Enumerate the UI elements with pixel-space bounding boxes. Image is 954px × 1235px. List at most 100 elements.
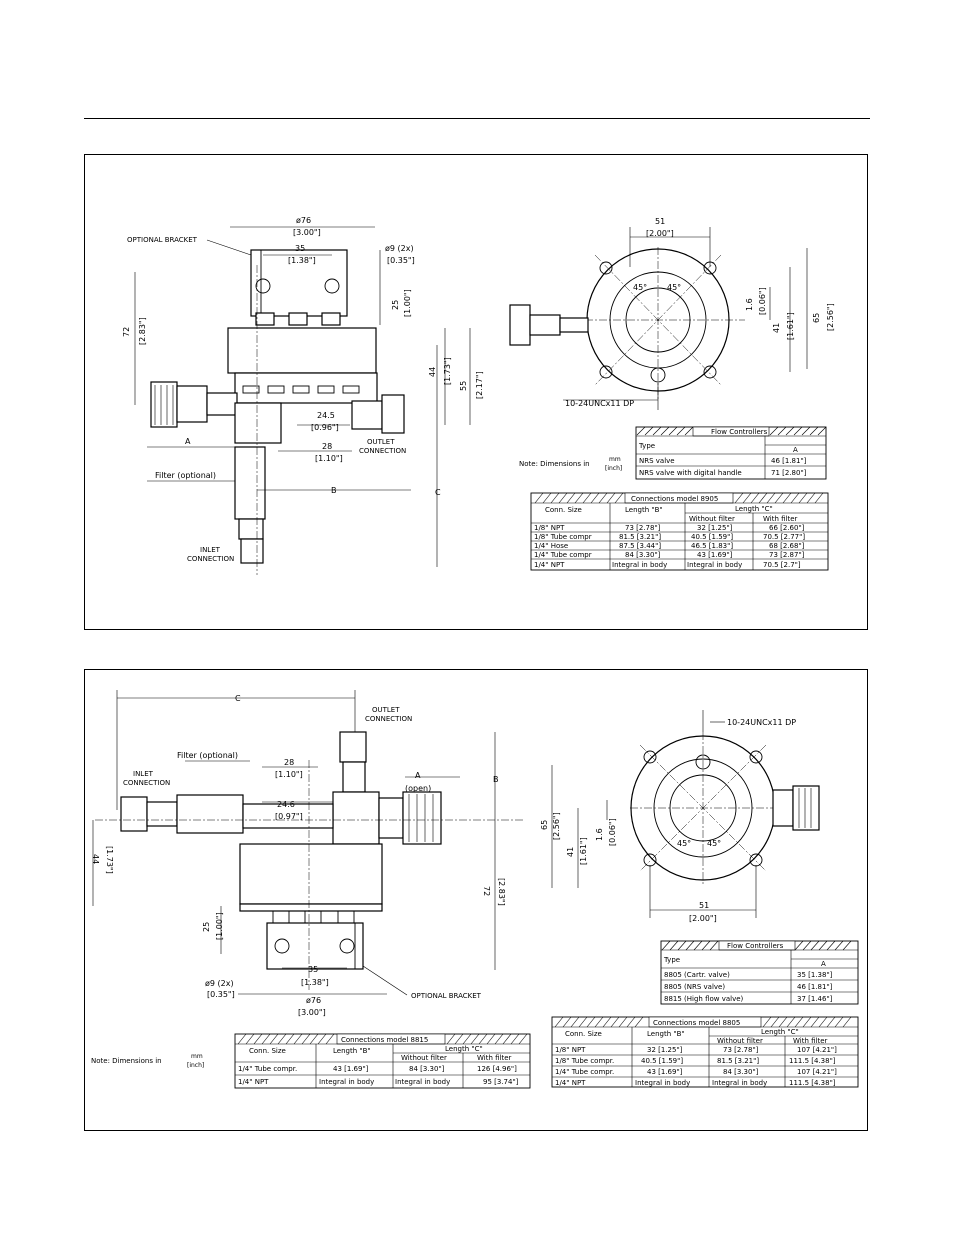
dim-55: 55 [459, 381, 468, 391]
dim-65-2: 65 [540, 820, 549, 830]
label-inlet-1-2: INLET [133, 770, 154, 778]
conn-8905-r2-without: 40.5 [1.59"] [691, 533, 733, 541]
fitting-teeth [242, 385, 360, 394]
header-rule [84, 118, 870, 119]
dim-25: 25 [391, 300, 400, 310]
dim-16-2: 1.6 [595, 828, 604, 841]
body-screws-2 [272, 910, 355, 924]
conn-8815-h-without: Without filter [401, 1054, 447, 1062]
conn-8905-r4-size: 1/4" Tube compr [534, 551, 592, 559]
top-view-flange-2 [630, 732, 790, 885]
conn-8805-r3-b: 43 [1.69"] [647, 1068, 683, 1076]
dim-16: 1.6 [745, 298, 754, 311]
connections-8905-table [530, 492, 829, 571]
conn-8815-r2-with: 95 [3.74"] [483, 1078, 519, 1086]
flow-table-1-row-1-a: 46 [1.81"] [771, 457, 807, 465]
angle-45-b-2: 45° [707, 839, 721, 848]
conn-8805-r4-size: 1/4" NPT [555, 1079, 586, 1087]
dim-C: C [435, 488, 441, 497]
label-outlet-1-2: OUTLET [372, 706, 400, 714]
conn-8805-r1-with: 107 [4.21"] [797, 1046, 837, 1054]
dim-65-inch-2: [2.56"] [552, 812, 561, 840]
conn-8905-r1-size: 1/8" NPT [534, 524, 565, 532]
upper-block-shape [332, 791, 380, 845]
note-inch: [inch] [605, 465, 622, 472]
conn-8905-r5-size: 1/4" NPT [534, 561, 565, 569]
dim-9-inch: [0.35"] [387, 256, 415, 265]
dim-41-2: 41 [566, 847, 575, 857]
conn-8905-r3-b: 87.5 [3.44"] [619, 542, 661, 550]
conn-8815-h-size: Conn. Size [249, 1047, 286, 1055]
conn-8905-title: Connections model 8905 [631, 495, 718, 503]
dim-B: B [331, 486, 337, 495]
dim-51-inch: [2.00"] [646, 229, 674, 238]
outlet-fitting-shape [351, 394, 405, 434]
note-mm: mm [609, 456, 621, 463]
flow-table-2-r1-type: 8805 (Cartr. valve) [664, 971, 730, 979]
outlet-fitting-top [339, 731, 367, 793]
conn-8905-r1-with: 66 [2.60"] [769, 524, 805, 532]
flow-table-2-r3-a: 37 [1.46"] [797, 995, 833, 1003]
stem-shape [234, 402, 282, 444]
flow-table-2-r1-a: 35 [1.38"] [797, 971, 833, 979]
dim-65: 65 [812, 313, 821, 323]
conn-8815-r1-size: 1/4" Tube compr. [238, 1065, 297, 1073]
conn-8905-r2-with: 70.5 [2.77"] [763, 533, 805, 541]
conn-8805-r1-size: 1/8" NPT [555, 1046, 586, 1054]
label-outlet-2: CONNECTION [359, 447, 406, 455]
conn-8905-r2-size: 1/8" Tube compr [534, 533, 592, 541]
flow-table-2-r2-type: 8805 (NRS valve) [664, 983, 725, 991]
filter-shape [234, 446, 266, 564]
body-lower-rim [239, 903, 383, 912]
dim-51-inch-2: [2.00"] [689, 914, 717, 923]
dim-72: 72 [122, 327, 131, 337]
dim-76-inch-2: [3.00"] [298, 1008, 326, 1017]
conn-8805-r2-with: 111.5 [4.38"] [789, 1057, 836, 1065]
dim-16-inch-2: [0.06"] [608, 818, 617, 846]
conn-8905-r5-with: 70.5 [2.7"] [763, 561, 801, 569]
dim-16-inch: [0.06"] [758, 287, 767, 315]
dim-65-inch: [2.56"] [826, 303, 835, 331]
dim-A-2: A [415, 771, 421, 780]
note-dimensions-2: Note: Dimensions in [91, 1057, 162, 1065]
body-screws [255, 312, 341, 326]
dim-25-2: 25 [202, 922, 211, 932]
conn-8805-r2-without: 81.5 [3.21"] [717, 1057, 759, 1065]
note-dimensions: Note: Dimensions in [519, 460, 590, 468]
conn-8805-r2-size: 1/8" Tube compr. [555, 1057, 614, 1065]
dim-C-2: C [235, 694, 241, 703]
optional-bracket-shape [250, 249, 348, 317]
conn-8815-h-with: With filter [477, 1054, 512, 1062]
dim-41-inch: [1.61"] [786, 312, 795, 340]
dim-35: 35 [295, 244, 305, 253]
conn-8905-r3-size: 1/4" Hose [534, 542, 568, 550]
dim-44-inch: [1.73"] [443, 357, 452, 385]
dim-72-inch: [2.83"] [138, 317, 147, 345]
label-inlet-2: CONNECTION [187, 555, 234, 563]
dimension-lines-right [563, 227, 808, 410]
leader-bracket [206, 239, 252, 256]
conn-8815-h-b: Length "B" [333, 1047, 371, 1055]
conn-8905-h-b: Length "B" [625, 506, 663, 514]
conn-8905-r4-without: 43 [1.69"] [697, 551, 733, 559]
flow-table-2-r2-a: 46 [1.81"] [797, 983, 833, 991]
dim-76-inch: [3.00"] [293, 228, 321, 237]
conn-8805-h-size: Conn. Size [565, 1030, 602, 1038]
conn-8905-r2-b: 81.5 [3.21"] [619, 533, 661, 541]
dim-44: 44 [428, 367, 437, 377]
conn-8805-r2-b: 40.5 [1.59"] [641, 1057, 683, 1065]
angle-45-a: 45° [633, 283, 647, 292]
conn-8805-r4-with: 111.5 [4.38"] [789, 1079, 836, 1087]
handle-knob-shape [150, 381, 238, 428]
flow-table-2-r3-type: 8815 (High flow valve) [664, 995, 744, 1003]
connections-8805-table [551, 1016, 859, 1088]
dim-28-inch: [1.10"] [315, 454, 343, 463]
dim-9-2: ø9 (2x) [205, 979, 234, 988]
dim-28-2: 28 [284, 758, 294, 767]
dim-245-inch: [0.96"] [311, 423, 339, 432]
valve-body-shape-2 [239, 843, 383, 905]
conn-8815-title: Connections model 8815 [341, 1036, 428, 1044]
drawing-panel-model-8815-8805: C B A (open) 28 [1.10"] 24.6 [0.97"] 44 … [84, 669, 868, 1131]
flow-table-1-row-2-type: NRS valve with digital handle [639, 469, 742, 477]
dim-51-2: 51 [699, 901, 709, 910]
